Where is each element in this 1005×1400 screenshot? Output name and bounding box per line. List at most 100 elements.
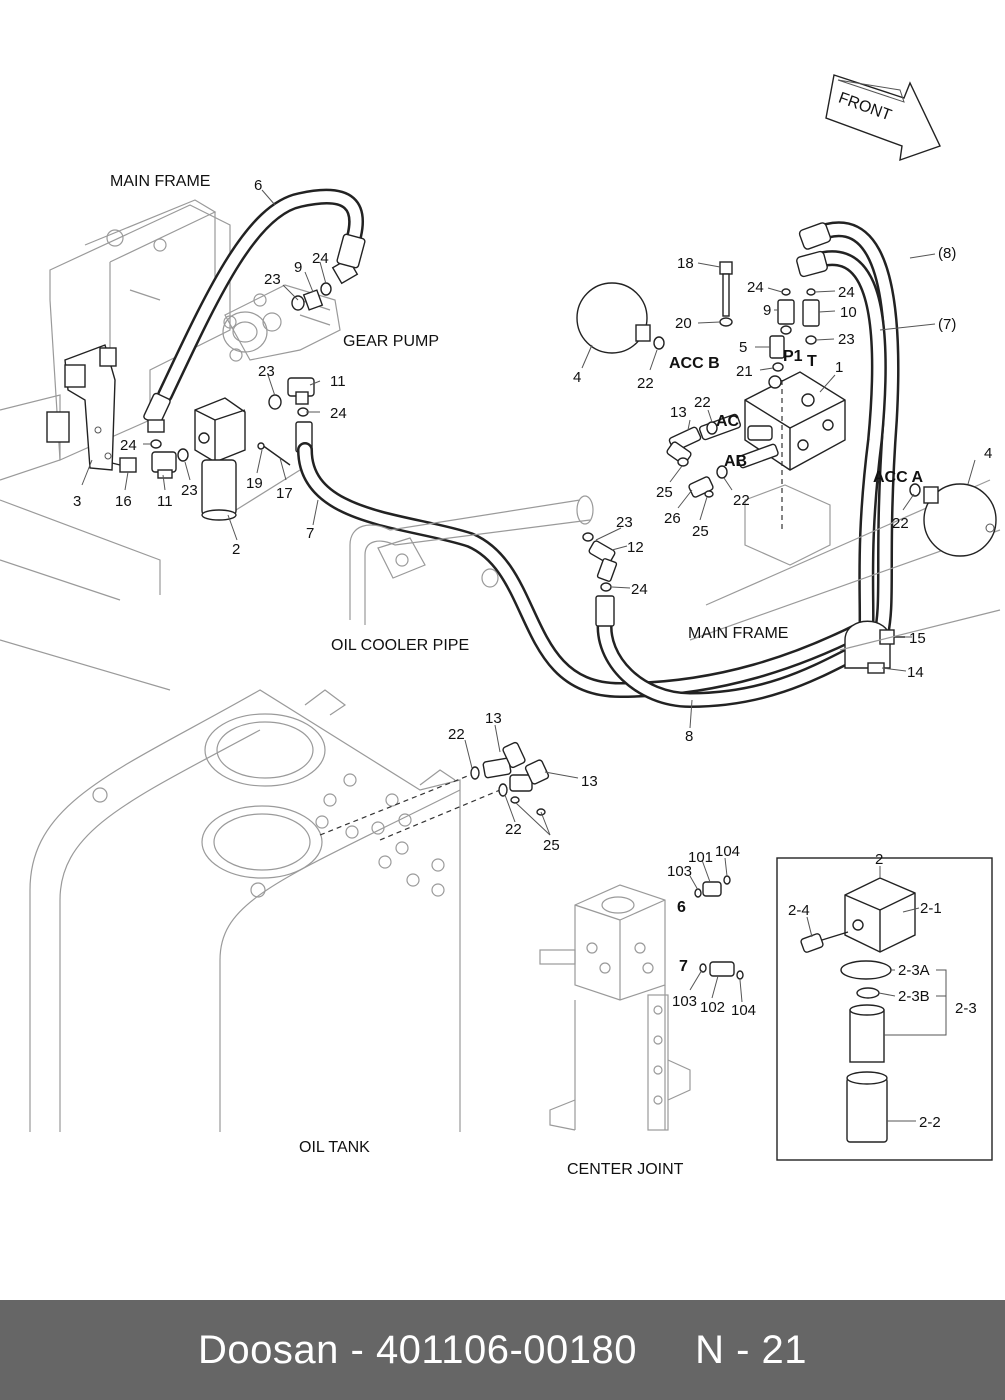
callout-23: 23 xyxy=(181,482,198,499)
inset-label-2-3b: 2-3B xyxy=(898,988,930,1005)
callout-104: 104 xyxy=(731,1002,756,1019)
callout-16: 16 xyxy=(115,493,132,510)
footer-part-number: 401106-00180 xyxy=(375,1327,637,1372)
inset-label-2-1: 2-1 xyxy=(920,900,942,917)
callout-103: 103 xyxy=(667,863,692,880)
clamp-14 xyxy=(844,620,905,674)
callout-3: 3 xyxy=(73,493,81,510)
callout-22: 22 xyxy=(733,492,750,509)
callout-23: 23 xyxy=(258,363,275,380)
callout-8-paren: (8) xyxy=(938,245,956,262)
callout-14: 14 xyxy=(907,664,924,681)
callout-22: 22 xyxy=(637,375,654,392)
callout-4: 4 xyxy=(984,445,992,462)
callout-23: 23 xyxy=(838,331,855,348)
tank-fittings-13 xyxy=(470,741,550,816)
callout-9: 9 xyxy=(763,302,771,319)
caption-oil-tank: OIL TANK xyxy=(299,1139,370,1156)
callout-6: 6 xyxy=(677,899,686,916)
port-label-acc-b: ACC B xyxy=(669,355,720,372)
callout-9: 9 xyxy=(294,259,302,276)
inset-label-2-4: 2-4 xyxy=(788,902,810,919)
callout-25: 25 xyxy=(656,484,673,501)
filter-detail-inset xyxy=(776,857,993,1161)
callout-25: 25 xyxy=(543,837,560,854)
callout-12: 12 xyxy=(627,539,644,556)
caption-oil-cooler-pipe: OIL COOLER PIPE xyxy=(331,637,469,654)
callout-11: 11 xyxy=(157,493,173,510)
inset-label-2-2: 2-2 xyxy=(919,1114,941,1131)
port-label-t: T xyxy=(807,353,817,370)
oil-cooler-pipe xyxy=(349,495,594,625)
inset-label-2-3: 2-3 xyxy=(955,1000,977,1017)
footer-banner: Doosan - 401106-00180 N - 21 xyxy=(0,1300,1005,1400)
callout-7-paren: (7) xyxy=(938,316,956,333)
callout-26: 26 xyxy=(664,510,681,527)
center-joint xyxy=(539,884,691,1131)
callout-8: 8 xyxy=(685,728,693,745)
footer-page-ref: N - 21 xyxy=(695,1327,808,1372)
hose-7-and-8 xyxy=(297,221,900,709)
callout-102: 102 xyxy=(700,999,725,1016)
callout-25: 25 xyxy=(692,523,709,540)
callout-103: 103 xyxy=(672,993,697,1010)
main-frame-left-structure xyxy=(0,199,301,691)
callout-15: 15 xyxy=(909,630,926,647)
gear-pump xyxy=(222,284,341,362)
callout-19: 19 xyxy=(246,475,263,492)
bolt-16 xyxy=(111,457,137,473)
callout-18: 18 xyxy=(677,255,694,272)
port-label-ac: AC xyxy=(716,413,740,430)
callout-5: 5 xyxy=(739,339,747,356)
bracket-3 xyxy=(46,344,117,471)
callout-1: 1 xyxy=(835,359,843,376)
callout-17: 17 xyxy=(276,485,293,502)
hydraulic-parts-diagram: FRONT xyxy=(0,74,1001,1178)
accumulator-4-left xyxy=(576,282,665,354)
ac-ab-fittings xyxy=(666,413,779,498)
cooler-fittings xyxy=(582,532,618,627)
callout-104: 104 xyxy=(715,843,740,860)
callout-22: 22 xyxy=(448,726,465,743)
callout-2: 2 xyxy=(232,541,240,558)
callout-13: 13 xyxy=(670,404,687,421)
footer-separator: - xyxy=(350,1327,365,1372)
callout-22: 22 xyxy=(505,821,522,838)
callout-24: 24 xyxy=(747,279,764,296)
callout-7: 7 xyxy=(679,958,688,975)
callout-21: 21 xyxy=(736,363,753,380)
caption-main-frame-left: MAIN FRAME xyxy=(110,173,210,190)
callout-23: 23 xyxy=(264,271,281,288)
callout-101: 101 xyxy=(688,849,713,866)
callout-20: 20 xyxy=(675,315,692,332)
callout-7: 7 xyxy=(306,525,314,542)
callout-24: 24 xyxy=(120,437,137,454)
port-label-p1: P1 xyxy=(783,348,803,365)
callout-23: 23 xyxy=(616,514,633,531)
port-label-acc-a: ACC A xyxy=(873,469,924,486)
return-filter-2 xyxy=(194,397,246,521)
port-label-ab: AB xyxy=(724,453,747,470)
caption-main-frame-right: MAIN FRAME xyxy=(688,625,788,642)
accumulator-4-right xyxy=(909,483,997,557)
callout-4: 4 xyxy=(573,369,581,386)
bolt-18 xyxy=(719,261,733,327)
inset-title: 2 xyxy=(875,851,883,868)
callout-22: 22 xyxy=(892,515,909,532)
caption-center-joint: CENTER JOINT xyxy=(567,1161,684,1178)
front-arrow: FRONT xyxy=(825,74,941,162)
oil-tank xyxy=(29,689,501,1132)
caption-gear-pump: GEAR PUMP xyxy=(343,333,439,350)
callout-24: 24 xyxy=(631,581,648,598)
callout-13: 13 xyxy=(485,710,502,727)
footer-brand: Doosan xyxy=(197,1327,339,1372)
callout-13: 13 xyxy=(581,773,598,790)
valve-block-1 xyxy=(744,371,846,566)
leader-lines xyxy=(81,189,976,1122)
inset-label-2-3a: 2-3A xyxy=(898,962,930,979)
callout-24: 24 xyxy=(838,284,855,301)
callout-24: 24 xyxy=(312,250,329,267)
valve-port-fittings xyxy=(769,288,820,372)
callout-22: 22 xyxy=(694,394,711,411)
callout-10: 10 xyxy=(840,304,857,321)
